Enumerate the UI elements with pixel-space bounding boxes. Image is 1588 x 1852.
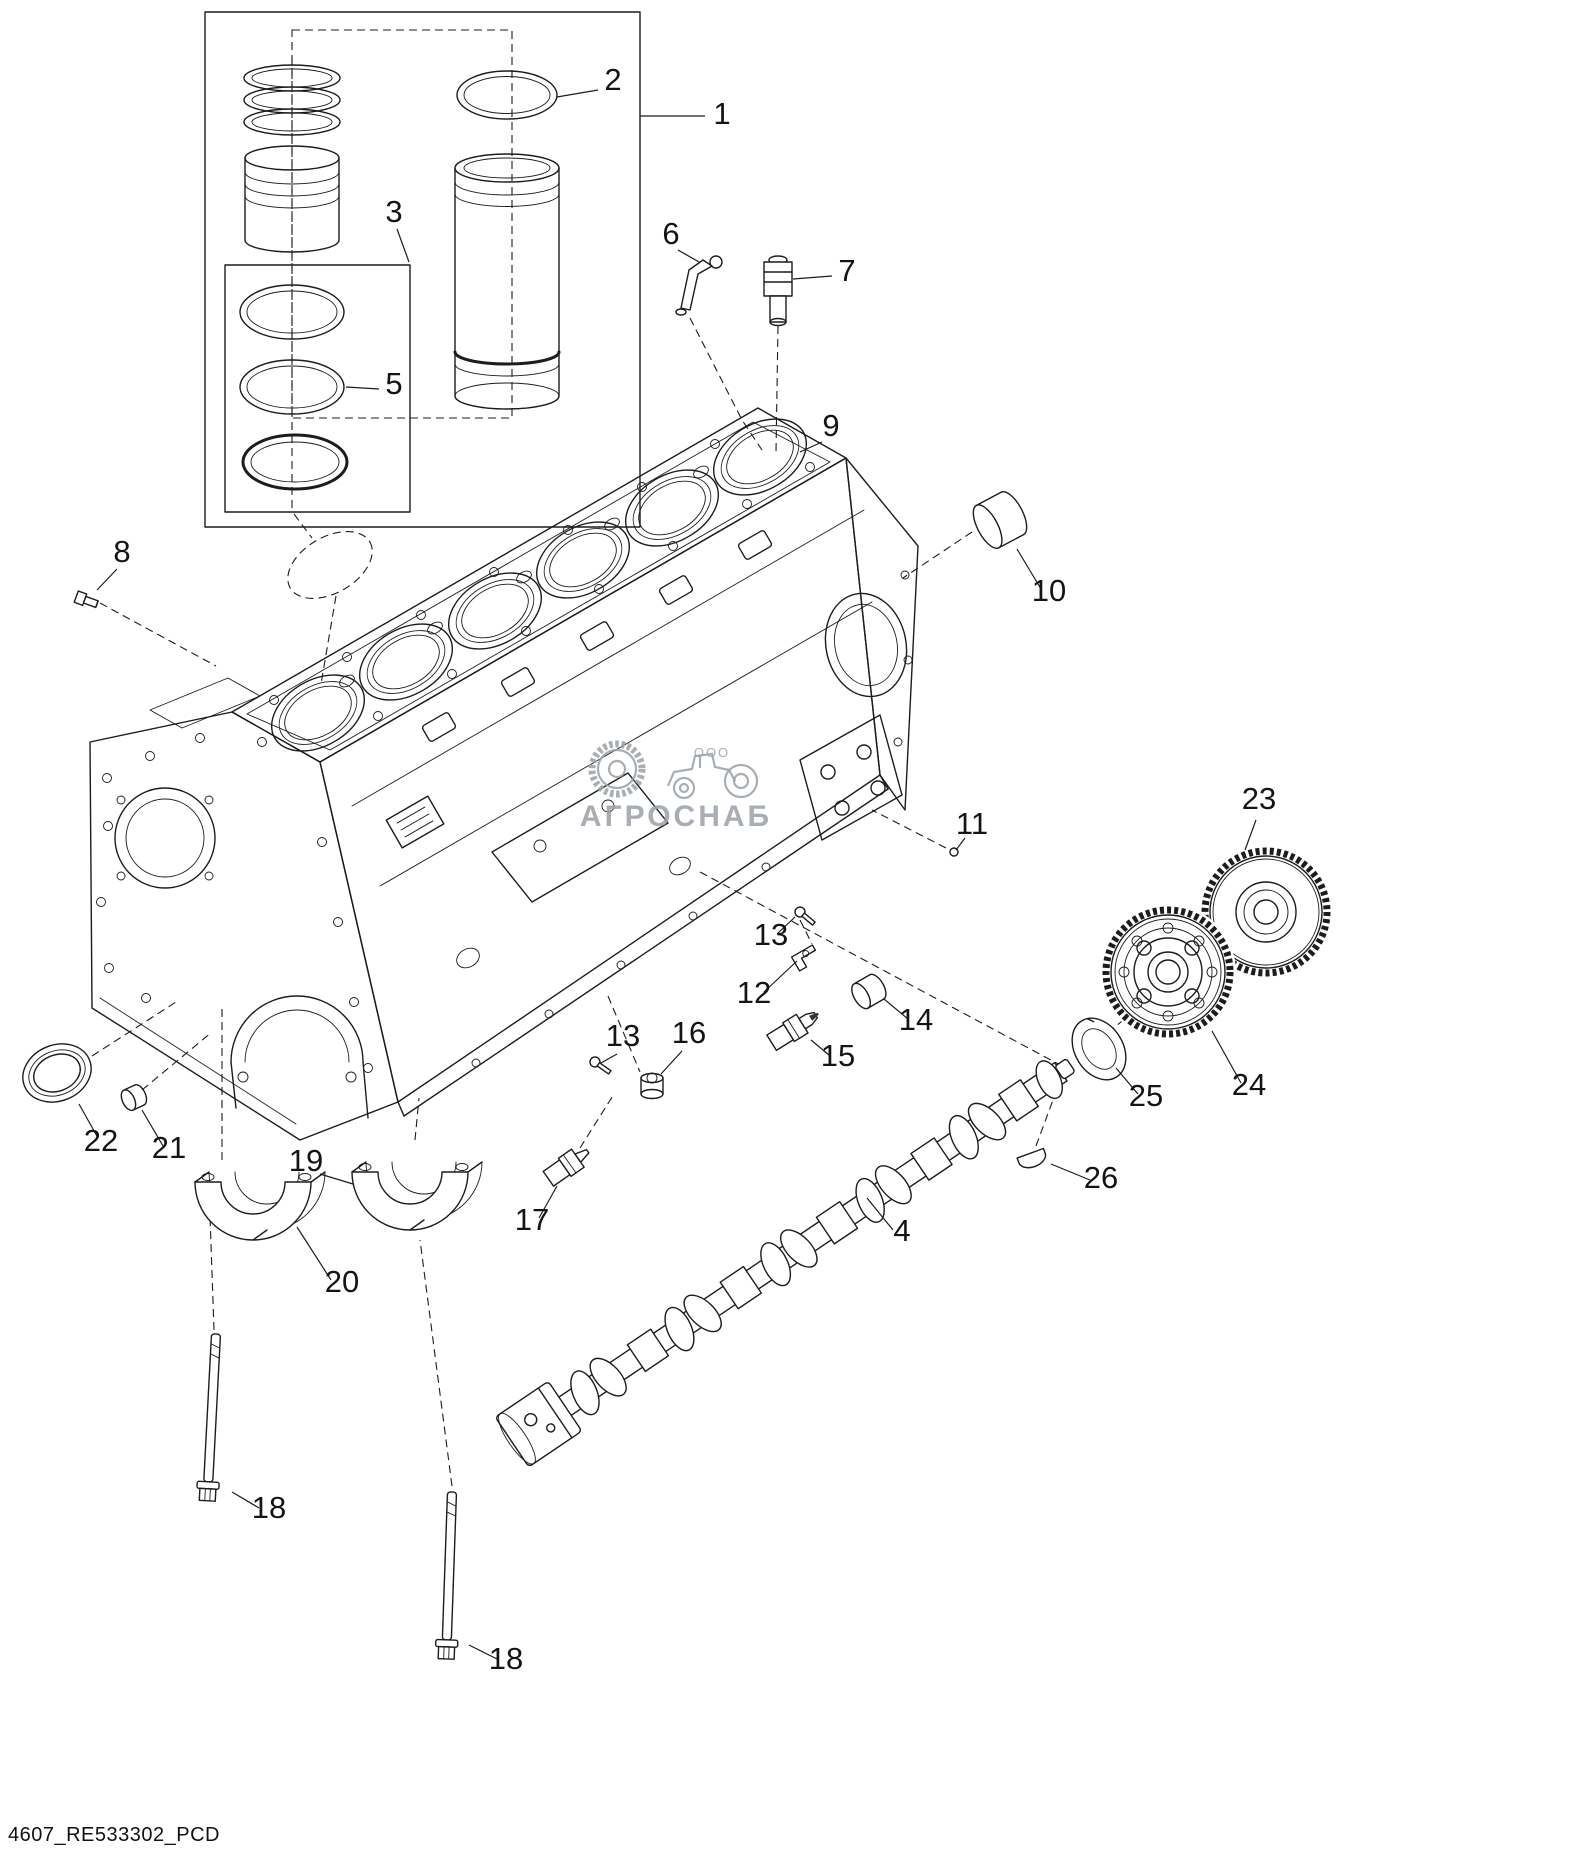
bearing-bolt-18b [434, 1491, 459, 1660]
plug-14 [851, 973, 887, 1010]
callout-12: 12 [737, 975, 771, 1010]
flywheel-end-opening [824, 592, 908, 698]
callout-24: 24 [1232, 1067, 1266, 1102]
piston-liner-kit-group [204, 11, 641, 528]
callout-16: 16 [672, 1015, 706, 1050]
callout-14: 14 [899, 1002, 933, 1037]
thrust-washer-25 [1071, 1017, 1127, 1081]
engine-block [89, 407, 919, 1141]
callout-5: 5 [385, 366, 402, 401]
callout-6: 6 [662, 216, 679, 251]
pan-rail-holes [471, 862, 771, 1068]
cup-plug-21 [120, 1084, 148, 1112]
callout-13b: 13 [606, 1018, 640, 1053]
cylinder-liner [453, 153, 561, 410]
callout-7: 7 [838, 253, 855, 288]
bearing-cap-19 [351, 1161, 483, 1231]
deck-bolt-holes [269, 439, 815, 721]
sensor-17 [542, 1148, 590, 1187]
callout-25: 25 [1129, 1078, 1163, 1113]
engine-mount-pad [799, 714, 903, 841]
callout-2: 2 [604, 62, 621, 97]
callout-18a: 18 [252, 1490, 286, 1525]
woodruff-key-26 [1016, 1147, 1047, 1169]
callout-26: 26 [1084, 1160, 1118, 1195]
bearing-bolt-18a [196, 1333, 222, 1502]
drawing-id: 4607_RE533302_PCD [8, 1824, 220, 1846]
callout-8: 8 [113, 534, 130, 569]
callout-19: 19 [289, 1143, 323, 1178]
callouts: 1 2 3 5 6 7 8 9 10 11 13 12 14 15 13 16 … [84, 62, 1276, 1676]
sensor-15 [766, 1011, 819, 1052]
callout-3: 3 [385, 194, 402, 229]
watermark-name: АГРОСНАБ [580, 800, 772, 833]
callout-23: 23 [1242, 781, 1276, 816]
callout-9: 9 [822, 408, 839, 443]
screw-13b [589, 1056, 612, 1075]
piston [244, 145, 340, 253]
tappet-openings [421, 530, 773, 742]
bracket-12 [790, 944, 817, 972]
bearing-cap-20 [194, 1171, 326, 1241]
liner-packing-ring [456, 70, 558, 120]
serial-plate [385, 795, 445, 849]
camshaft [496, 1058, 1075, 1467]
cylinder-bore [358, 623, 454, 701]
coolant-jet [675, 255, 723, 316]
phantom-lines [91, 317, 1141, 1487]
callout-10: 10 [1032, 573, 1066, 608]
callout-13a: 13 [754, 917, 788, 952]
callout-20: 20 [325, 1264, 359, 1299]
watermark: ООО АГРОСНАБ [580, 740, 772, 833]
idler-gear-23 [1200, 846, 1332, 978]
callout-21: 21 [152, 1130, 186, 1165]
fitting-8 [73, 590, 99, 609]
callout-4: 4 [893, 1213, 910, 1248]
callout-22: 22 [84, 1123, 118, 1158]
fitting-16 [640, 1072, 664, 1100]
tractor-logo [666, 752, 759, 800]
callout-11: 11 [956, 806, 988, 841]
callout-15: 15 [821, 1038, 855, 1073]
pressure-valve [763, 255, 793, 327]
crank-bore-arch [230, 995, 369, 1119]
leader-lines [78, 89, 1257, 1660]
front-face-bolt-holes [96, 733, 373, 1073]
callout-1: 1 [713, 96, 730, 131]
o-ring-kit [239, 284, 349, 491]
water-passages [339, 465, 709, 688]
screw-13a [794, 906, 816, 926]
front-seal-22 [22, 1043, 92, 1103]
camshaft-gear-24 [1100, 904, 1236, 1040]
watermark-prefix: ООО [694, 745, 730, 760]
cam-bushing [972, 491, 1028, 549]
cylinder-bore [270, 674, 366, 752]
callout-18b: 18 [489, 1641, 523, 1676]
callout-17: 17 [515, 1202, 549, 1237]
piston-ring-set [243, 64, 341, 136]
